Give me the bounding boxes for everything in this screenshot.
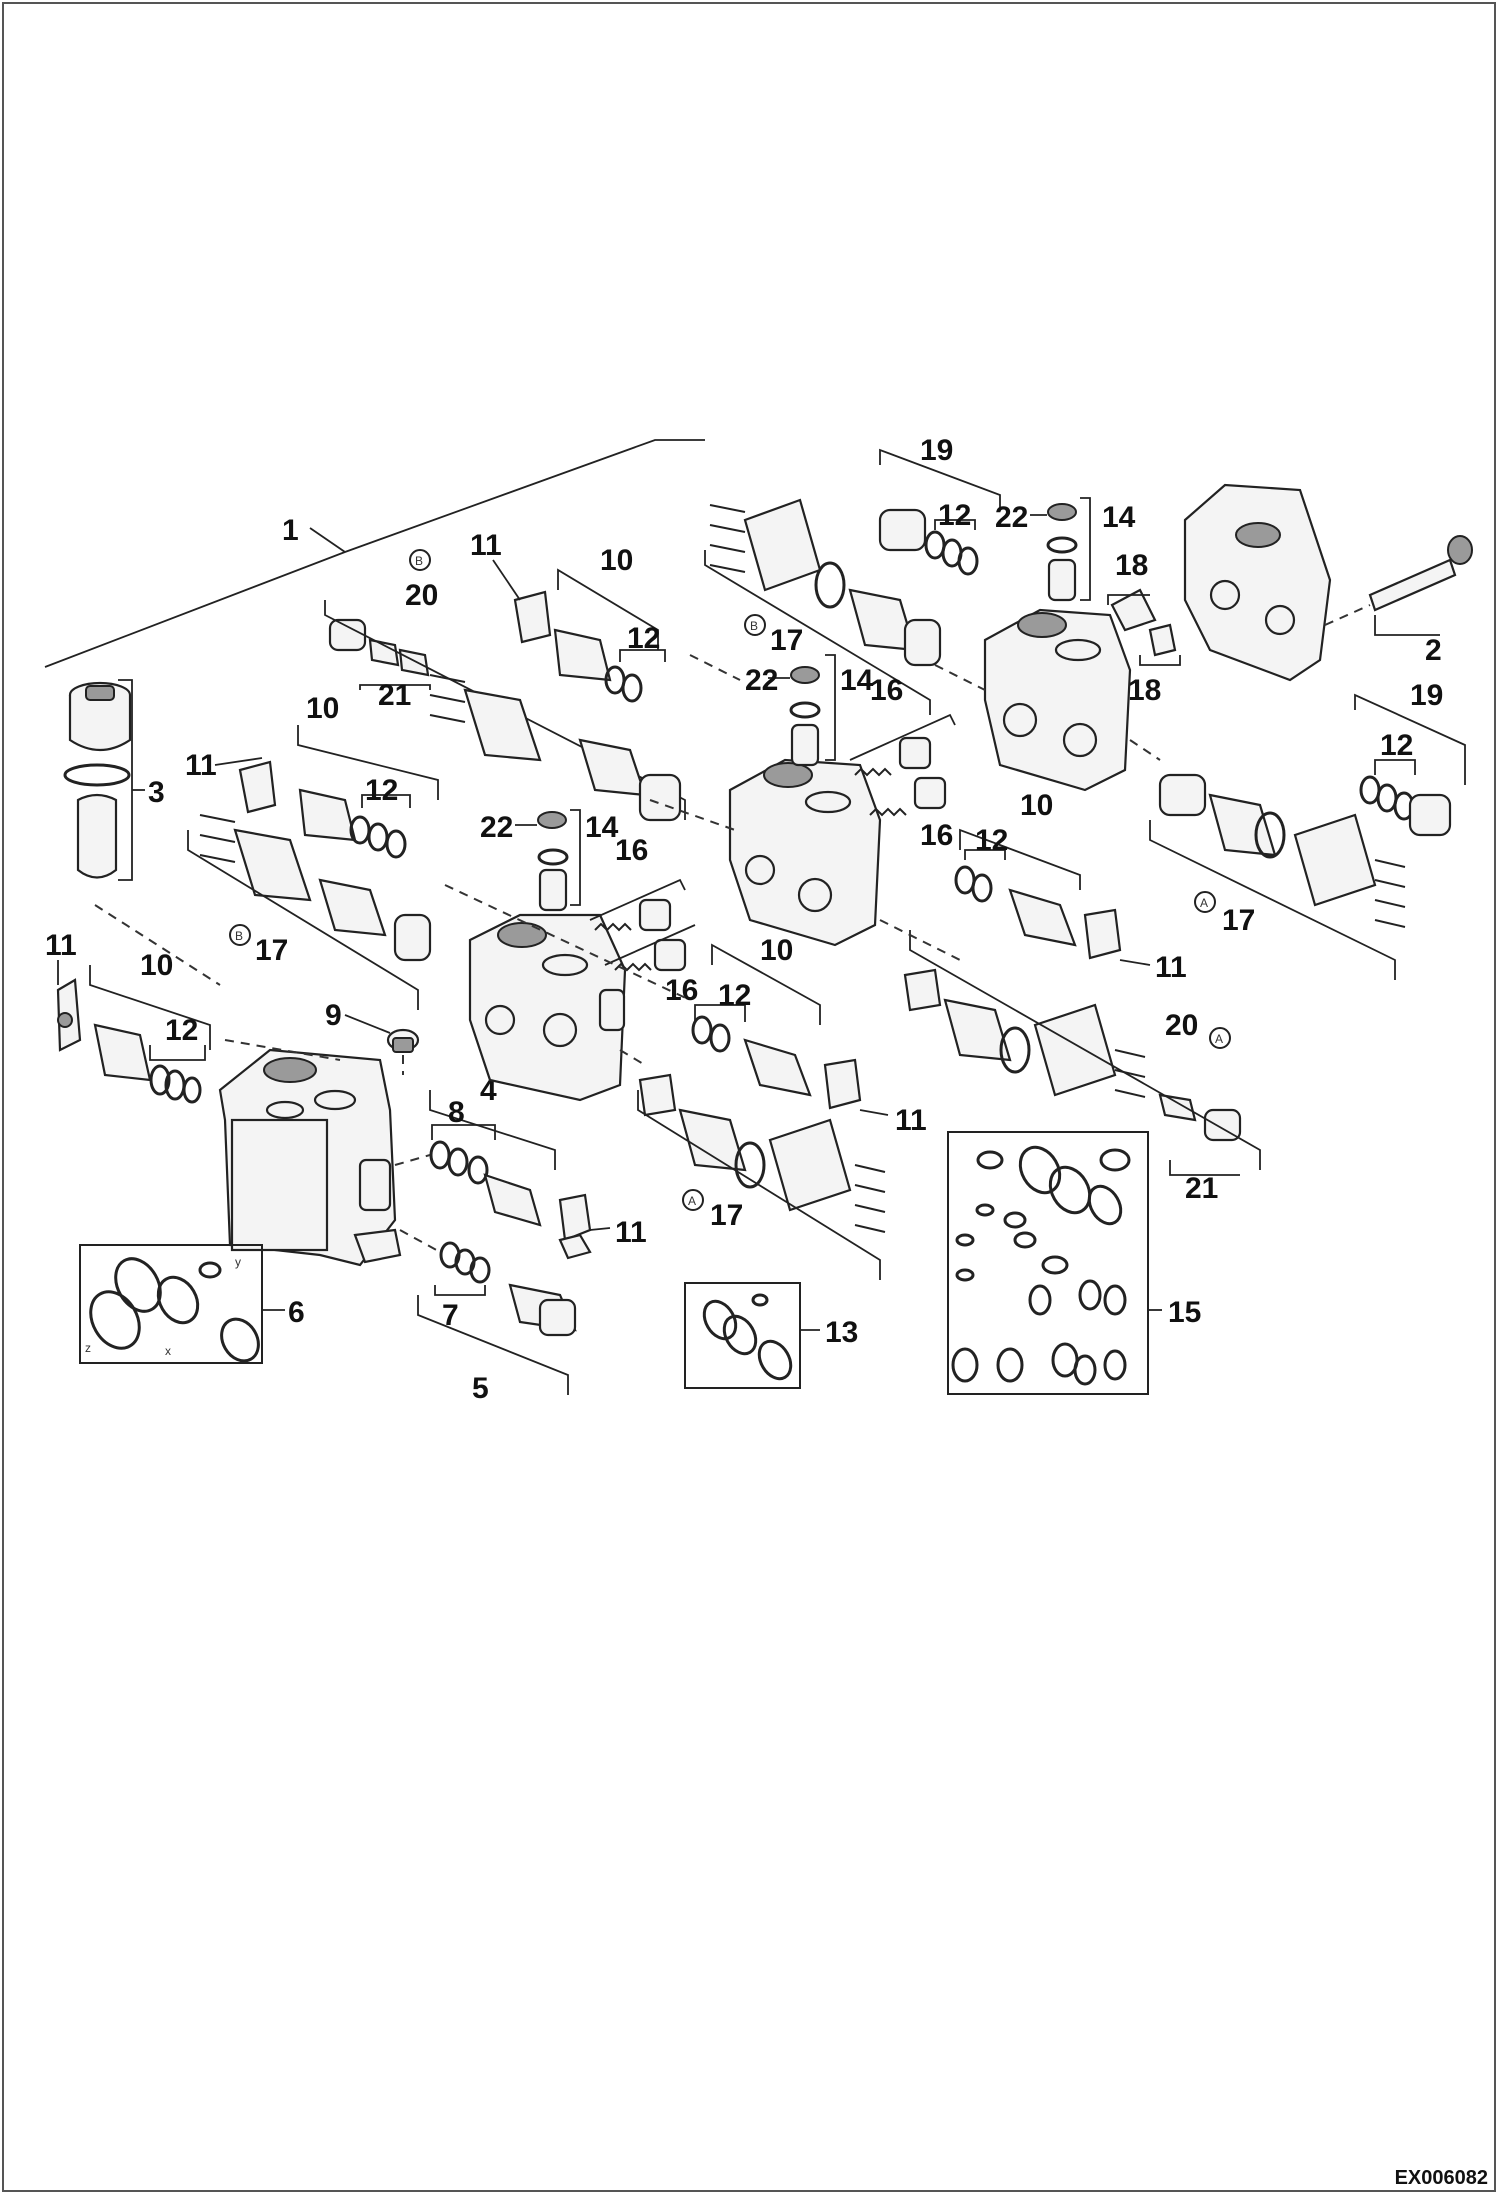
callout-14-ur: 14 — [1102, 501, 1136, 534]
callout-10-lm: 10 — [760, 934, 793, 967]
callout-13: 13 — [825, 1316, 858, 1349]
section-right — [1158, 773, 1452, 928]
callout-18-b: 18 — [1128, 674, 1161, 707]
check-valve-14-mid — [537, 811, 569, 912]
check-valve-14-ur — [1046, 503, 1078, 602]
callout-20-l: 20 — [405, 579, 438, 612]
callout-2: 2 — [1425, 634, 1442, 667]
callout-17-ml: 17 — [255, 934, 288, 967]
callout-11-ml: 11 — [185, 749, 217, 782]
spool-left-bottom — [56, 978, 202, 1104]
callout-17-r: 17 — [1222, 904, 1255, 937]
callout-15: 15 — [1168, 1296, 1201, 1329]
marker-a-lm: A — [688, 1194, 696, 1208]
callout-12-ul: 12 — [627, 622, 660, 655]
section-lower-middle — [638, 1015, 886, 1233]
spring-16-uc — [854, 736, 947, 817]
callout-21-r: 21 — [1185, 1172, 1218, 1205]
callout-16-uc: 16 — [870, 674, 903, 707]
marker-a-r: A — [1200, 896, 1208, 910]
callout-14-uc: 14 — [840, 664, 874, 697]
callout-3: 3 — [148, 776, 165, 809]
callout-9: 9 — [325, 999, 342, 1032]
callout-7: 7 — [442, 1299, 459, 1332]
seal-kit-13-box — [684, 1282, 801, 1389]
callout-17-uc: 17 — [770, 624, 803, 657]
callout-10-bl: 10 — [140, 949, 173, 982]
callout-17-lm: 17 — [710, 1199, 743, 1232]
callout-8: 8 — [448, 1096, 465, 1129]
callout-16-m: 16 — [615, 834, 648, 867]
callout-11-c: 11 — [615, 1216, 647, 1249]
section-upper-left — [429, 590, 682, 822]
callout-19-r: 19 — [1410, 679, 1443, 712]
seal-kit-6-box — [79, 1244, 263, 1364]
callout-10-ml: 10 — [306, 692, 339, 725]
assembly-leader-line — [44, 439, 705, 668]
callout-14-m: 14 — [585, 811, 619, 844]
callout-19-ur: 19 — [920, 434, 953, 467]
callout-21-l: 21 — [378, 679, 411, 712]
callout-5: 5 — [472, 1372, 489, 1405]
drawing-code: EX006082 — [1394, 2167, 1488, 2189]
seal-kit-13 — [702, 1293, 793, 1381]
callout-10-rm: 10 — [1020, 789, 1053, 822]
end-cover — [1183, 483, 1332, 682]
callout-6: 6 — [288, 1296, 305, 1329]
callout-20-r: 20 — [1165, 1009, 1198, 1042]
callout-16-m2: 16 — [665, 974, 698, 1007]
spring-16-mid — [594, 898, 687, 972]
callout-22-ur: 22 — [995, 501, 1028, 534]
section-upper-right — [878, 508, 1132, 792]
callout-11-lm: 11 — [895, 1104, 927, 1137]
callout-11-bl: 11 — [45, 929, 77, 962]
callout-12-lm: 12 — [718, 979, 751, 1012]
inlet-valve-body — [218, 1048, 402, 1267]
seal-kit-15-box — [947, 1131, 1149, 1395]
callout-12-rm: 12 — [975, 824, 1008, 857]
marker-a-20: A — [1215, 1032, 1223, 1046]
marker-b-ml: B — [235, 929, 243, 943]
center-right-section-body — [728, 758, 882, 947]
callout-12-ur: 12 — [938, 499, 971, 532]
section-right-middle — [903, 865, 1242, 1142]
svg-text:y: y — [235, 1255, 241, 1269]
callout-12-ml: 12 — [365, 774, 398, 807]
center-section-body — [468, 913, 627, 1102]
relief-valve-5 — [439, 1241, 577, 1337]
section-upper-center — [709, 498, 942, 667]
callout-4: 4 — [480, 1074, 497, 1107]
callout-11-ul: 11 — [470, 529, 502, 562]
callout-12-r: 12 — [1380, 729, 1413, 762]
callout-22-uc: 22 — [745, 664, 778, 697]
callout-12-bl: 12 — [165, 1014, 198, 1047]
filter-cartridge — [63, 681, 221, 986]
callout-11-rm: 11 — [1155, 951, 1187, 984]
check-valve-14-uc — [789, 666, 821, 767]
plug-9 — [386, 1028, 420, 1053]
svg-text:x: x — [165, 1344, 171, 1358]
seal-kit-15 — [951, 1145, 1131, 1386]
marker-b-top: B — [415, 554, 423, 568]
relief-valve-4 — [429, 1140, 592, 1260]
seal-kit-6: y z x — [85, 1255, 260, 1363]
end-cap-20-21 — [328, 618, 430, 677]
callout-18-a: 18 — [1115, 549, 1148, 582]
callout-10-ul: 10 — [600, 544, 633, 577]
svg-text:z: z — [85, 1341, 91, 1355]
callout-16-uc2: 16 — [920, 819, 953, 852]
callout-22-m: 22 — [480, 811, 513, 844]
pin-2 — [1368, 535, 1473, 612]
section-middle-left — [199, 760, 432, 962]
callout-1: 1 — [282, 514, 299, 547]
marker-b-uc: B — [750, 619, 758, 633]
